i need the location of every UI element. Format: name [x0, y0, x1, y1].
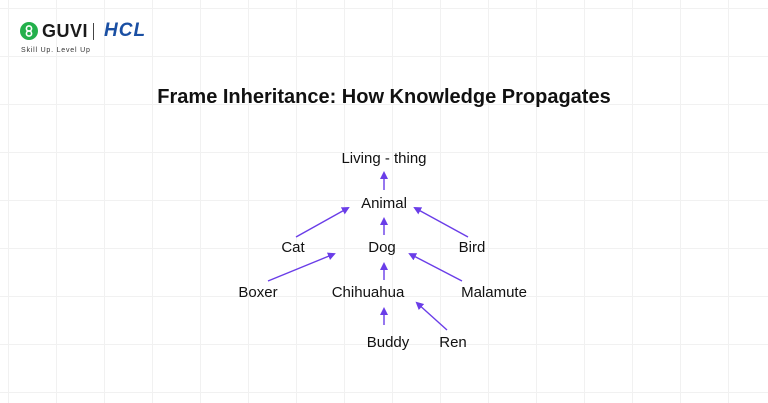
node-living-thing: Living - thing [341, 150, 427, 167]
node-boxer: Boxer [238, 284, 278, 301]
node-malamute: Malamute [461, 284, 527, 301]
diagram-title: Frame Inheritance: How Knowledge Propaga… [157, 86, 611, 108]
node-bird: Bird [458, 239, 486, 256]
hcl-wordmark: HCL [104, 20, 147, 41]
node-buddy: Buddy [366, 334, 410, 351]
brand-tagline: Skill Up. Level Up [21, 47, 91, 54]
guvi-logo-icon [20, 22, 38, 40]
node-ren: Ren [439, 334, 467, 351]
brand-logo: GUVI HCL Skill Up. Level Up [20, 20, 220, 62]
node-chihuahua: Chihuahua [331, 284, 405, 301]
arrow-bird-to-animal [413, 207, 469, 238]
node-dog: Dog [368, 239, 396, 256]
arrow-boxer-to-dog [267, 252, 336, 282]
logo-divider [93, 23, 94, 40]
node-cat: Cat [281, 239, 305, 256]
arrow-cat-to-animal [295, 207, 350, 238]
guvi-wordmark: GUVI [42, 21, 89, 41]
arrow-ren-to-chihuahua [415, 301, 448, 331]
node-animal: Animal [361, 195, 407, 212]
arrow-malamute-to-dog [408, 253, 463, 282]
